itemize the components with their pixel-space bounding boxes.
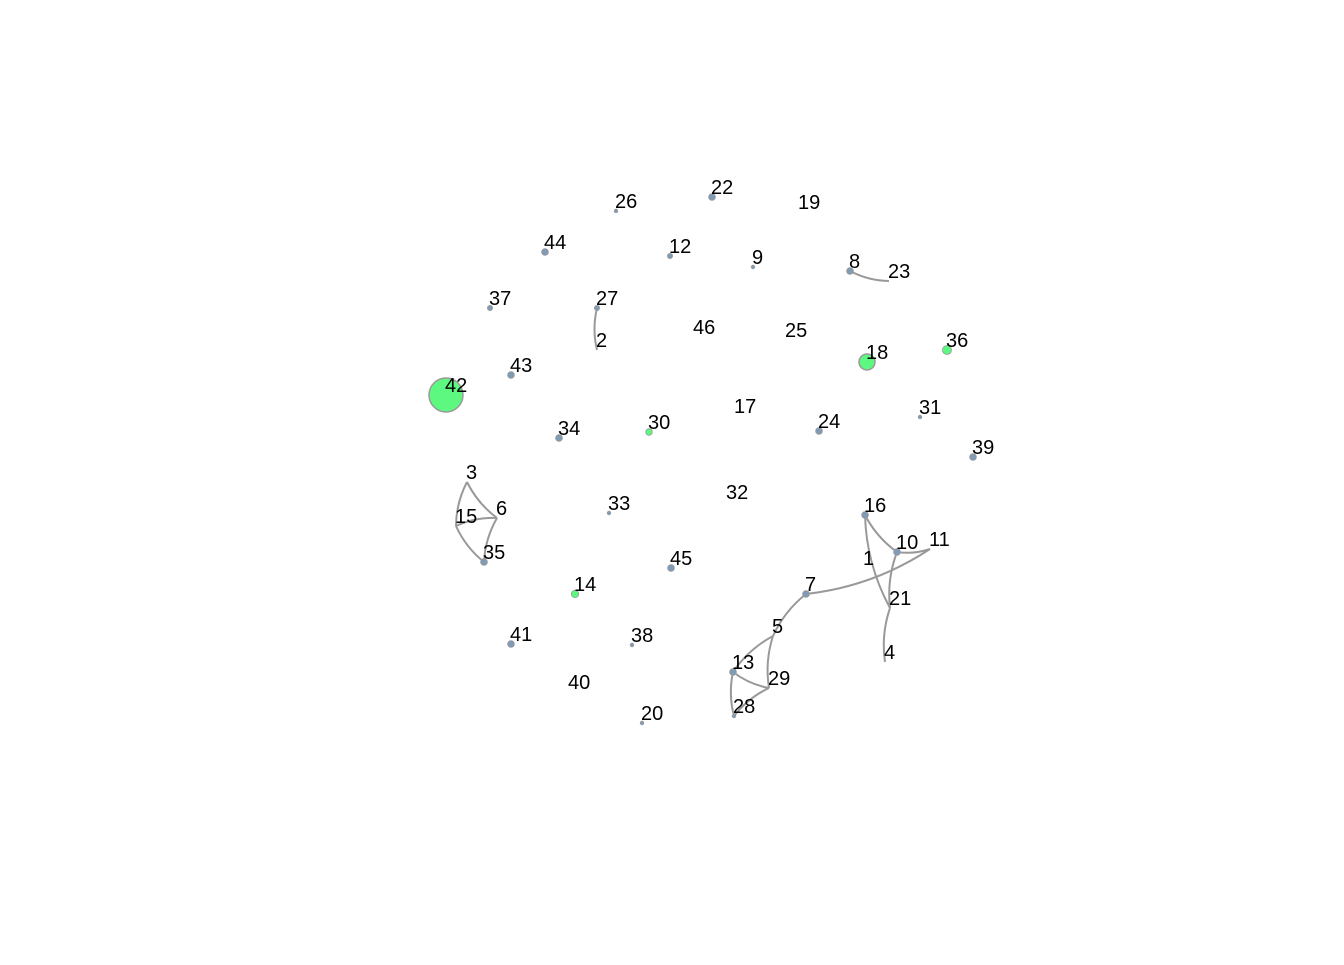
node-label-42: 42 bbox=[445, 375, 467, 397]
edge-layer bbox=[455, 270, 931, 717]
node-label-10: 10 bbox=[896, 532, 918, 554]
node-36 bbox=[942, 345, 952, 355]
edge-29-28 bbox=[733, 687, 770, 717]
node-label-45: 45 bbox=[670, 548, 692, 570]
node-label-39: 39 bbox=[972, 437, 994, 459]
node-31 bbox=[917, 414, 923, 420]
edge-16-21 bbox=[864, 514, 891, 609]
node-label-44: 44 bbox=[544, 232, 566, 254]
node-44 bbox=[541, 248, 549, 256]
node-41 bbox=[507, 640, 515, 648]
node-label-32: 32 bbox=[726, 482, 748, 504]
node-38 bbox=[629, 642, 635, 648]
node-label-9: 9 bbox=[752, 247, 763, 269]
edge-16-10 bbox=[864, 514, 898, 553]
node-label-6: 6 bbox=[496, 498, 507, 520]
edge-6-35 bbox=[483, 517, 498, 563]
node-label-36: 36 bbox=[946, 330, 968, 352]
node-43 bbox=[507, 371, 515, 379]
node-24 bbox=[815, 427, 823, 435]
node-label-37: 37 bbox=[489, 288, 511, 310]
node-27 bbox=[594, 304, 601, 311]
node-22 bbox=[708, 193, 716, 201]
node-label-40: 40 bbox=[568, 672, 590, 694]
node-label-31: 31 bbox=[919, 397, 941, 419]
edge-7-11 bbox=[805, 548, 931, 595]
node-label-38: 38 bbox=[631, 625, 653, 647]
node-28 bbox=[731, 713, 737, 719]
node-14 bbox=[570, 589, 580, 599]
node-8 bbox=[846, 267, 854, 275]
node-label-24: 24 bbox=[818, 411, 840, 433]
node-label-46: 46 bbox=[693, 317, 715, 339]
node-label-5: 5 bbox=[772, 616, 783, 638]
node-label-28: 28 bbox=[733, 696, 755, 718]
node-label-20: 20 bbox=[641, 703, 663, 725]
node-label-4: 4 bbox=[884, 642, 895, 664]
edge-5-13 bbox=[732, 635, 774, 673]
node-label-15: 15 bbox=[455, 506, 477, 528]
node-label-21: 21 bbox=[889, 588, 911, 610]
node-39 bbox=[969, 453, 977, 461]
node-label-30: 30 bbox=[648, 412, 670, 434]
node-42 bbox=[428, 377, 464, 413]
node-7 bbox=[802, 590, 810, 598]
node-label-1: 1 bbox=[863, 548, 874, 570]
node-label-2: 2 bbox=[596, 330, 607, 352]
node-label-19: 19 bbox=[798, 192, 820, 214]
edge-3-15 bbox=[455, 481, 468, 527]
node-label-3: 3 bbox=[466, 462, 477, 484]
node-label-12: 12 bbox=[669, 236, 691, 258]
edge-27-2 bbox=[593, 307, 598, 351]
node-30 bbox=[645, 428, 653, 436]
node-label-33: 33 bbox=[608, 493, 630, 515]
node-label-35: 35 bbox=[483, 542, 505, 564]
node-9 bbox=[750, 264, 756, 270]
node-layer bbox=[428, 193, 977, 726]
node-35 bbox=[480, 558, 488, 566]
node-label-18: 18 bbox=[866, 342, 888, 364]
node-label-41: 41 bbox=[510, 624, 532, 646]
node-label-27: 27 bbox=[596, 288, 618, 310]
node-26 bbox=[613, 208, 619, 214]
node-label-26: 26 bbox=[615, 191, 637, 213]
node-12 bbox=[667, 252, 674, 259]
node-label-34: 34 bbox=[558, 418, 580, 440]
node-13 bbox=[729, 668, 737, 676]
node-37 bbox=[486, 304, 493, 311]
node-label-11: 11 bbox=[929, 529, 950, 551]
node-16 bbox=[861, 511, 869, 519]
edge-6-15 bbox=[455, 516, 498, 527]
node-10 bbox=[893, 548, 901, 556]
edge-10-21 bbox=[888, 551, 898, 609]
node-45 bbox=[667, 564, 675, 572]
node-label-43: 43 bbox=[510, 355, 532, 377]
edge-7-5 bbox=[772, 593, 807, 637]
node-18 bbox=[858, 353, 876, 371]
node-label-13: 13 bbox=[732, 652, 754, 674]
node-34 bbox=[555, 434, 563, 442]
node-label-29: 29 bbox=[768, 668, 790, 690]
node-label-14: 14 bbox=[574, 574, 596, 596]
edge-3-6 bbox=[466, 481, 498, 519]
edge-15-35 bbox=[455, 525, 485, 563]
node-label-22: 22 bbox=[711, 177, 733, 199]
edge-5-29 bbox=[766, 635, 774, 689]
node-20 bbox=[639, 720, 645, 726]
node-label-17: 17 bbox=[734, 396, 756, 418]
node-label-16: 16 bbox=[864, 495, 886, 517]
node-label-25: 25 bbox=[785, 320, 807, 342]
node-33 bbox=[606, 510, 612, 516]
edge-21-4 bbox=[882, 607, 891, 663]
node-label-8: 8 bbox=[849, 251, 860, 273]
node-label-23: 23 bbox=[888, 261, 910, 283]
node-label-7: 7 bbox=[805, 574, 816, 596]
